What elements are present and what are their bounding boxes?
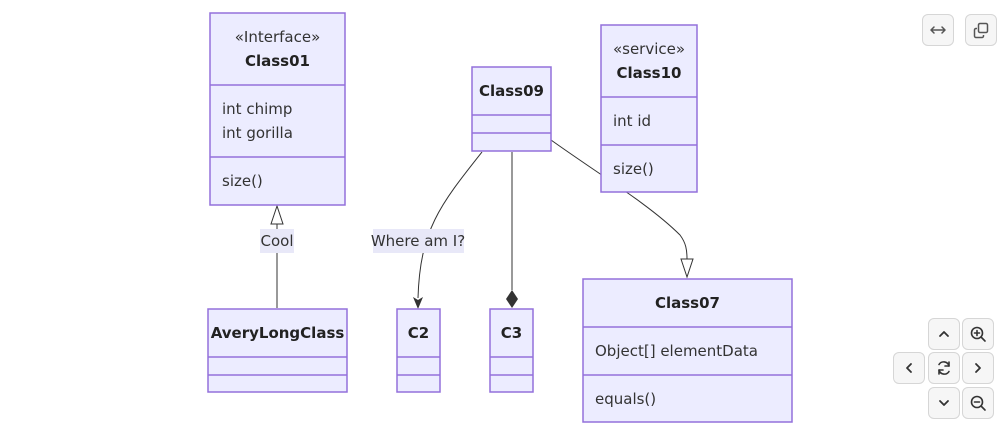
- pan-down-button[interactable]: [928, 387, 960, 419]
- c2-name: C2: [408, 324, 429, 342]
- pan-left-button[interactable]: [893, 352, 925, 384]
- class09-name: Class09: [479, 82, 544, 100]
- arrowhead-c2: [413, 297, 423, 309]
- label-where-am-i-text: Where am I?: [371, 232, 465, 250]
- class-class09[interactable]: Class09: [471, 66, 552, 152]
- class07-member: Object[] elementData: [595, 342, 758, 360]
- class10-name: Class10: [616, 64, 681, 82]
- copy-button[interactable]: [965, 14, 997, 46]
- label-where-am-i: Where am I?: [371, 229, 465, 253]
- inheritance-arrowhead-class07: [680, 258, 694, 279]
- averylongclass-name: AveryLongClass: [211, 324, 345, 342]
- class-c2[interactable]: C2: [396, 308, 441, 393]
- chevron-down-icon: [939, 400, 949, 406]
- pan-right-button[interactable]: [962, 352, 994, 384]
- class10-member: int id: [613, 112, 651, 130]
- c3-name: C3: [501, 324, 522, 342]
- label-cool: Cool: [260, 229, 294, 253]
- composition-diamond-c3: [506, 290, 518, 308]
- zoom-in-icon: [970, 326, 986, 342]
- chevron-up-icon: [939, 331, 949, 337]
- zoom-out-button[interactable]: [962, 387, 994, 419]
- edge-class09-class07: [550, 139, 688, 260]
- expand-horizontal-icon: [930, 26, 946, 34]
- inheritance-arrowhead-class01: [270, 204, 284, 225]
- class-class01[interactable]: «Interface» Class01 int chimp int gorill…: [209, 12, 346, 206]
- copy-icon: [973, 22, 989, 39]
- pan-up-button[interactable]: [928, 318, 960, 350]
- edges: [270, 139, 694, 309]
- class01-member: int chimp: [222, 100, 292, 118]
- reset-icon: [938, 361, 950, 375]
- reset-view-button[interactable]: [928, 352, 960, 384]
- class01-stereotype: «Interface»: [235, 28, 321, 46]
- class-c3[interactable]: C3: [489, 308, 534, 393]
- class07-method: equals(): [595, 390, 656, 408]
- chevron-left-icon: [906, 363, 912, 373]
- class07-name: Class07: [655, 294, 720, 312]
- expand-button[interactable]: [922, 14, 954, 46]
- class-averylongclass[interactable]: AveryLongClass: [207, 308, 348, 393]
- class01-name: Class01: [245, 52, 310, 70]
- class10-stereotype: «service»: [613, 40, 685, 58]
- class-class07[interactable]: Class07 Object[] elementData equals(): [582, 278, 793, 423]
- chevron-right-icon: [975, 363, 981, 373]
- zoom-out-icon: [970, 395, 986, 411]
- class01-method: size(): [222, 172, 263, 190]
- edge-class09-c2: [417, 151, 483, 299]
- zoom-in-button[interactable]: [962, 318, 994, 350]
- class01-member: int gorilla: [222, 124, 293, 142]
- class-class10[interactable]: «service» Class10 int id size(): [600, 24, 698, 193]
- label-cool-text: Cool: [261, 232, 294, 250]
- class10-method: size(): [613, 160, 654, 178]
